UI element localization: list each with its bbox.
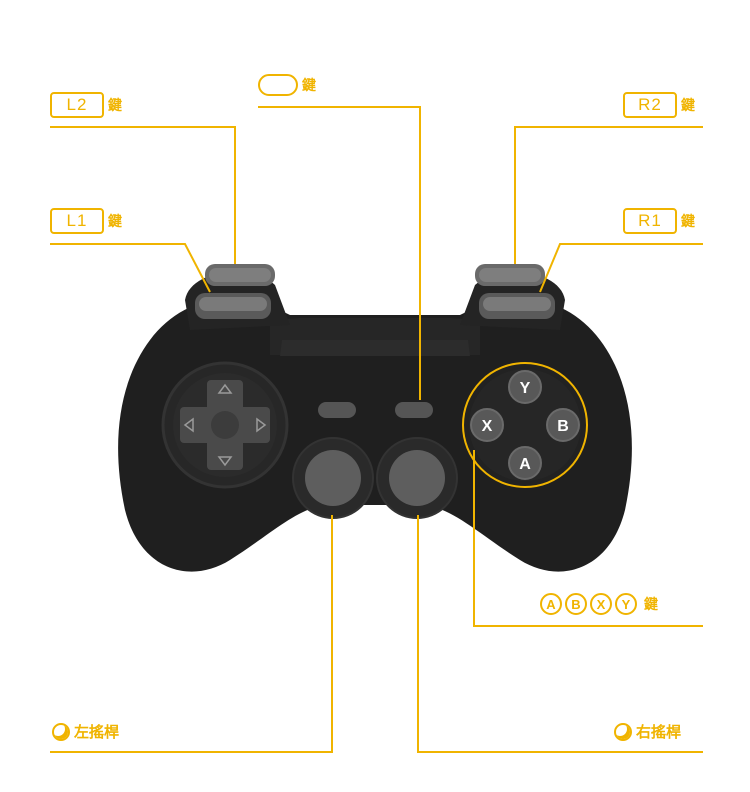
- l2-word: 鍵: [108, 98, 122, 114]
- x-button[interactable]: X: [470, 408, 504, 442]
- y-button[interactable]: Y: [508, 370, 542, 404]
- a-button[interactable]: A: [508, 446, 542, 480]
- right-stick-word: 右搖桿: [636, 723, 682, 741]
- home-word: 鍵: [302, 78, 316, 94]
- r1-label: R1 鍵: [623, 208, 695, 234]
- select-button[interactable]: [318, 402, 356, 418]
- home-label: 鍵: [258, 74, 316, 96]
- l1-leader: [50, 243, 211, 293]
- y-button-label: Y: [520, 380, 531, 397]
- r2-label: R2 鍵: [623, 92, 695, 118]
- left-stick[interactable]: [292, 437, 374, 519]
- r2-word: 鍵: [681, 98, 695, 114]
- right-stick[interactable]: [376, 437, 458, 519]
- l2-label: L2 鍵: [50, 92, 122, 118]
- face-a-icon: A: [540, 593, 562, 615]
- face-y-icon: Y: [615, 593, 637, 615]
- l2-key-box: L2: [50, 92, 104, 118]
- leader-lines: [50, 106, 703, 753]
- left-stick-word: 左搖桿: [74, 723, 120, 741]
- face-buttons-label: A B X Y 鍵: [540, 593, 658, 615]
- r1-word: 鍵: [681, 214, 695, 230]
- left-stick-icon: [52, 722, 70, 741]
- face-buttons: [462, 362, 588, 488]
- l1-word: 鍵: [108, 214, 122, 230]
- face-word: 鍵: [644, 597, 658, 613]
- home-button[interactable]: [395, 402, 433, 418]
- home-leader: [258, 106, 421, 400]
- home-oval-icon: [258, 74, 298, 96]
- r1-key-box: R1: [623, 208, 677, 234]
- l1-bumper[interactable]: [195, 293, 271, 319]
- r1-leader: [539, 243, 703, 293]
- right-stick-leader: [417, 515, 703, 753]
- l2-leader: [50, 126, 236, 264]
- dpad[interactable]: [161, 361, 289, 489]
- r1-bumper[interactable]: [479, 293, 555, 319]
- face-leader: [473, 450, 703, 627]
- face-b-icon: B: [565, 593, 587, 615]
- l1-key-box: L1: [50, 208, 104, 234]
- r2-key-box: R2: [623, 92, 677, 118]
- right-stick-label: 右搖桿: [614, 721, 681, 742]
- r2-leader: [514, 126, 703, 264]
- left-stick-label: 左搖桿: [52, 721, 119, 742]
- left-stick-leader: [50, 515, 333, 753]
- face-x-icon: X: [590, 593, 612, 615]
- b-button[interactable]: B: [546, 408, 580, 442]
- b-button-label: B: [557, 418, 569, 435]
- right-stick-icon: [614, 722, 632, 741]
- a-button-label: A: [519, 456, 531, 473]
- l2-trigger[interactable]: [205, 264, 275, 286]
- x-button-label: X: [482, 418, 493, 435]
- l1-label: L1 鍵: [50, 208, 122, 234]
- r2-trigger[interactable]: [475, 264, 545, 286]
